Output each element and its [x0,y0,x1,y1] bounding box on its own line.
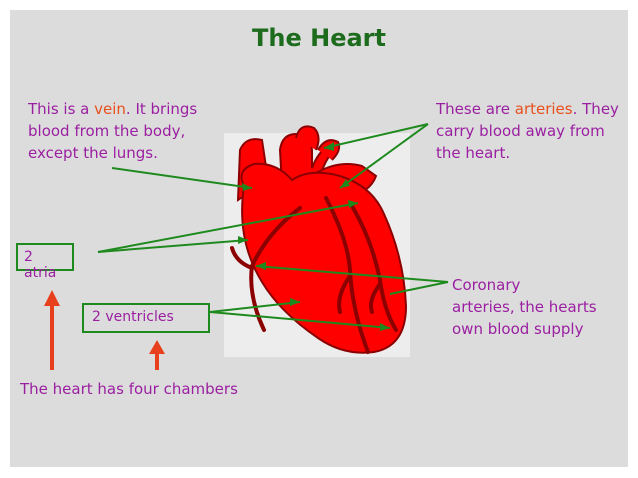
atria-label-box: 2 atria [16,243,74,281]
artery-note: These are arteries. They carry blood awa… [436,98,619,164]
chambers-note: The heart has four chambers [20,380,238,398]
ventricles-label-box: 2 ventricles [82,303,210,333]
vein-note: This is a vein. It brings blood from the… [28,98,197,164]
artery-note-text-rest: . They carry blood away from the heart. [436,100,619,162]
ventricles-label: 2 ventricles [92,309,174,325]
page-title: The Heart [252,24,386,52]
arrowheads [238,142,390,331]
vein-keyword: vein [94,100,126,118]
chamber-arrows [44,290,165,370]
vein-note-text: This is a [28,100,95,118]
coronary-vessels [230,196,398,354]
vein-note-text-rest: . It brings blood from the body, except … [28,100,198,162]
pointer-lines [97,123,449,329]
arteries-keyword: arteries [514,100,573,118]
heart-illustration [236,125,408,354]
atria-label: 2 atria [24,249,57,281]
artery-note-text: These are [436,100,515,118]
coronary-note: Coronary arteries, the hearts own blood … [452,276,597,338]
